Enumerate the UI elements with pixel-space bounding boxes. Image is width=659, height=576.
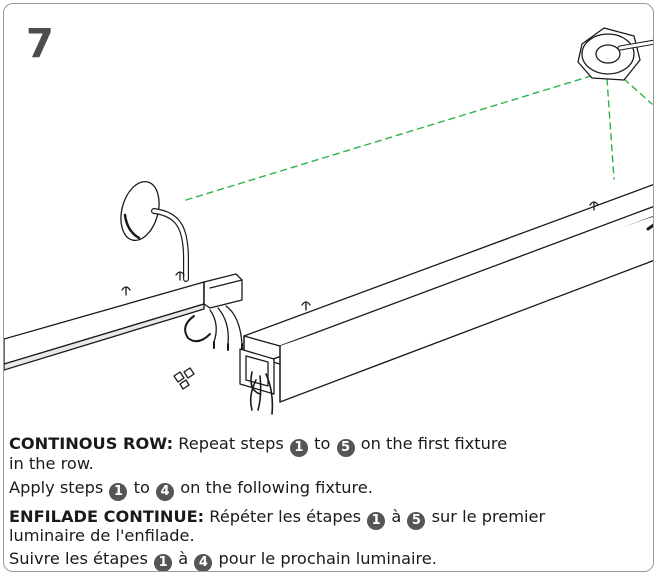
- step-badge: 4: [156, 483, 175, 501]
- fr-heading: ENFILADE CONTINUE:: [9, 507, 205, 526]
- step-badge: 5: [407, 512, 426, 530]
- fr-text: Répéter les étapes: [209, 507, 362, 526]
- en-line-3: Apply steps 1 to 4 on the following fixt…: [9, 478, 373, 501]
- fr-text: à: [178, 549, 189, 568]
- en-text: on the following fixture.: [180, 478, 373, 497]
- en-text: Repeat steps: [178, 434, 284, 453]
- fr-text: à: [391, 507, 402, 526]
- fr-line-3: Suivre les étapes 1 à 4 pour le prochain…: [9, 549, 437, 571]
- fr-text: Suivre les étapes: [9, 549, 148, 568]
- step-badge: 1: [367, 512, 386, 530]
- right-fixture: [239, 184, 653, 415]
- gooseneck-stem: [151, 208, 189, 282]
- junction-box: [577, 27, 653, 81]
- step-badge: 5: [336, 439, 355, 457]
- en-heading: CONTINOUS ROW:: [9, 434, 174, 453]
- instruction-panel: 7 CONTINOUS ROW: Repeat steps 1 to 5 on …: [3, 3, 654, 572]
- left-ceiling-canopy: [120, 181, 160, 241]
- en-text: to: [133, 478, 150, 497]
- step-badge: 1: [154, 554, 173, 571]
- step-badge: 4: [194, 554, 213, 571]
- en-text: to: [314, 434, 331, 453]
- alignment-dashed-line: [185, 71, 653, 201]
- fr-line-2: luminaire de l'enfilade.: [9, 526, 195, 545]
- step-badge: 1: [109, 483, 128, 501]
- en-text: Apply steps: [9, 478, 104, 497]
- left-fixture: [4, 271, 243, 371]
- step-badge: 1: [289, 439, 308, 457]
- installation-illustration: [4, 27, 653, 415]
- fr-text: sur le premier: [431, 507, 546, 526]
- wire-connectors: [173, 367, 195, 390]
- en-text: on the first fixture: [360, 434, 508, 453]
- fr-line-1: ENFILADE CONTINUE: Répéter les étapes 1 …: [9, 507, 545, 530]
- en-line-1: CONTINOUS ROW: Repeat steps 1 to 5 on th…: [9, 434, 507, 457]
- fr-text: pour le prochain luminaire.: [218, 549, 437, 568]
- step-number: 7: [26, 21, 54, 67]
- en-line-2: in the row.: [9, 454, 94, 473]
